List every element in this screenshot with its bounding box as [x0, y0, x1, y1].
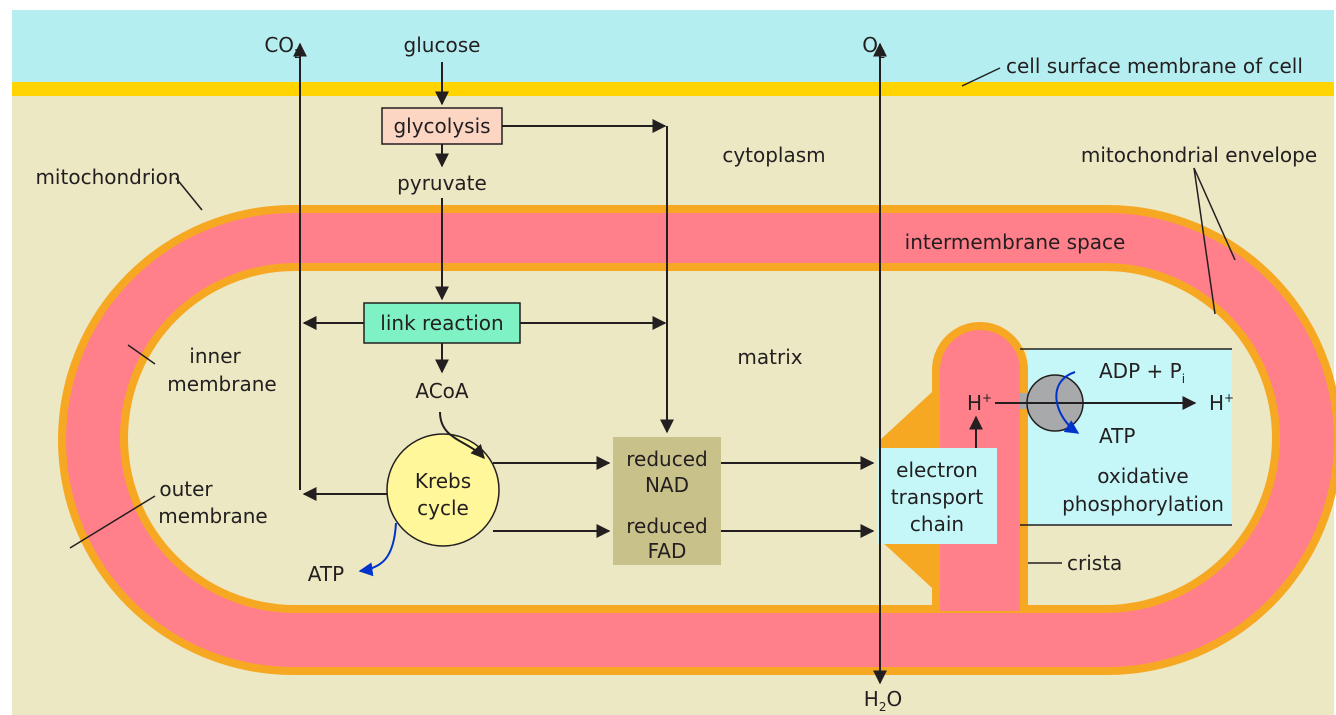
atp-synthase-product-label: ATP	[1099, 424, 1135, 448]
acoa-label: ACoA	[415, 379, 469, 403]
crista-label: crista	[1067, 551, 1122, 575]
h-plus-left-label: H+	[967, 391, 992, 415]
krebs-cycle-label-line1: Krebs	[415, 469, 471, 493]
matrix-label: matrix	[737, 345, 802, 369]
etc-label-line1: electron	[896, 458, 978, 482]
inner-membrane-label-line2: membrane	[167, 372, 276, 396]
krebs-atp-arrow	[358, 522, 397, 577]
krebs-atp-label: ATP	[308, 562, 344, 586]
inner-membrane-leader	[127, 344, 156, 365]
etc-label-line2: transport	[891, 485, 984, 509]
mitochondrion-leader	[175, 177, 203, 211]
glycolysis-label: glycolysis	[393, 114, 490, 138]
extracellular-region	[12, 10, 1334, 90]
oxphos-label-line1: oxidative	[1097, 464, 1189, 488]
mitochondrial-envelope-label: mitochondrial envelope	[1081, 143, 1317, 167]
adp-pi-label: ADP + Pi	[1099, 359, 1185, 386]
krebs-cycle-circle	[386, 433, 500, 547]
outer-membrane-leader	[69, 495, 156, 549]
outer-membrane-label-line2: membrane	[158, 504, 267, 528]
pyruvate-label: pyruvate	[397, 171, 487, 195]
reduced-nad-label-line2: NAD	[645, 473, 689, 497]
krebs-cycle-label-line2: cycle	[417, 496, 469, 520]
envelope-leader-outer	[1193, 167, 1236, 261]
glucose-label: glucose	[404, 33, 481, 57]
inner-membrane-label-line1: inner	[189, 344, 241, 368]
cell-surface-membrane	[12, 82, 1334, 96]
reduced-fad-label-line2: FAD	[648, 539, 687, 563]
envelope-leader-inner	[1193, 167, 1216, 315]
intermembrane-space-label: intermembrane space	[905, 230, 1126, 254]
co2-label: CO2	[264, 33, 301, 61]
mitochondrion-label: mitochondrion	[35, 165, 180, 189]
link-reaction-label: link reaction	[380, 311, 503, 335]
o2-label: O2	[862, 33, 885, 61]
reduced-nad-label-line1: reduced	[626, 447, 707, 471]
cell-membrane-leader	[961, 67, 1001, 87]
oxphos-label-line2: phosphorylation	[1062, 492, 1224, 516]
acoa-to-krebs-arrow	[439, 411, 485, 460]
etc-label-line3: chain	[910, 512, 964, 536]
glycolysis-box	[381, 107, 503, 145]
reduced-nad-box	[613, 437, 721, 565]
reduced-fad-label-line1: reduced	[626, 514, 707, 538]
outer-membrane-label-line1: outer	[159, 477, 213, 501]
cell-surface-membrane-label: cell surface membrane of cell	[1006, 54, 1303, 78]
cytoplasm-label: cytoplasm	[722, 143, 825, 167]
h-plus-right-label: H+	[1209, 391, 1234, 415]
h2o-label: H2O	[864, 687, 902, 714]
adp-to-atp-arrow	[1055, 371, 1080, 434]
etc-box	[877, 448, 997, 544]
